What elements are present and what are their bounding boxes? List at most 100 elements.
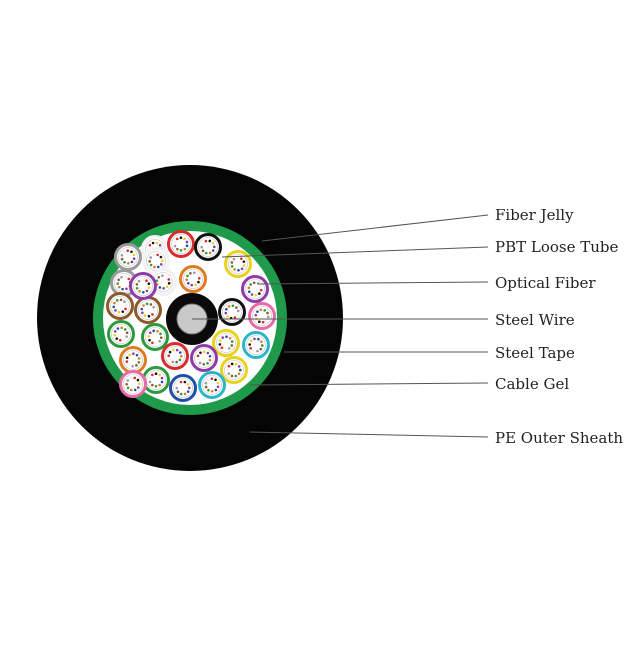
leader-line-pbt-loose-tube bbox=[221, 246, 489, 258]
optical-fiber bbox=[167, 278, 171, 281]
fiber-jelly bbox=[224, 360, 244, 380]
optical-fiber bbox=[114, 309, 117, 312]
optical-fiber bbox=[202, 363, 206, 366]
optical-fiber bbox=[213, 245, 216, 249]
pbt-loose-tube bbox=[141, 323, 169, 351]
optical-fiber bbox=[149, 303, 153, 306]
optical-fiber bbox=[230, 265, 234, 268]
optical-fiber bbox=[148, 244, 152, 247]
pbt-loose-tube bbox=[119, 370, 147, 398]
optical-fiber bbox=[250, 293, 254, 296]
optical-fiber bbox=[155, 279, 159, 282]
optical-fiber bbox=[249, 347, 252, 350]
optical-fiber bbox=[120, 326, 124, 330]
optical-fiber bbox=[121, 287, 124, 291]
leader-line-pe-outer-sheath bbox=[249, 431, 489, 438]
optical-fiber bbox=[143, 314, 147, 317]
optical-fiber bbox=[227, 347, 231, 350]
optical-fiber bbox=[218, 339, 222, 342]
optical-fiber bbox=[190, 283, 194, 287]
optical-fiber bbox=[214, 378, 217, 382]
optical-fiber bbox=[236, 256, 239, 260]
optical-fiber bbox=[154, 372, 158, 376]
optical-fiber bbox=[113, 330, 117, 333]
optical-fiber bbox=[202, 350, 206, 354]
fiber-jelly bbox=[165, 346, 185, 366]
loose-tube-wall bbox=[220, 356, 248, 384]
optical-fiber bbox=[151, 341, 154, 345]
loose-tube-wall bbox=[241, 275, 269, 303]
optical-fiber bbox=[187, 281, 190, 285]
optical-fiber bbox=[136, 386, 140, 389]
optical-fiber bbox=[156, 253, 159, 257]
loose-tube-wall bbox=[198, 371, 226, 399]
optical-fiber bbox=[152, 309, 156, 313]
fiber-jelly bbox=[202, 375, 222, 395]
optical-fiber bbox=[145, 279, 148, 283]
optical-fiber bbox=[135, 353, 139, 357]
optical-fiber bbox=[248, 290, 251, 293]
pbt-loose-tube bbox=[242, 331, 270, 359]
optical-fiber bbox=[240, 257, 243, 260]
fiber-jelly bbox=[145, 327, 165, 347]
optical-fiber bbox=[199, 351, 202, 355]
fiber-jelly bbox=[171, 234, 191, 254]
optical-fiber bbox=[165, 285, 169, 289]
optical-fiber bbox=[208, 239, 212, 243]
optical-fiber bbox=[176, 383, 180, 386]
optical-fiber bbox=[218, 343, 222, 346]
loose-tube-wall bbox=[242, 331, 270, 359]
optical-fiber bbox=[117, 285, 121, 289]
optical-fiber bbox=[234, 362, 238, 366]
optical-fiber bbox=[196, 358, 200, 362]
optical-fiber bbox=[230, 261, 234, 264]
label-optical-fiber: Optical Fiber bbox=[495, 274, 596, 292]
optical-fiber bbox=[160, 263, 163, 266]
optical-fiber bbox=[220, 346, 224, 350]
optical-fiber bbox=[112, 305, 116, 309]
optical-fiber bbox=[158, 286, 162, 289]
pbt-loose-tube bbox=[142, 366, 170, 394]
optical-fiber bbox=[150, 383, 154, 387]
fiber-jelly bbox=[246, 335, 266, 355]
optical-fiber bbox=[230, 374, 234, 378]
optical-fiber bbox=[175, 237, 179, 241]
optical-fiber bbox=[254, 313, 258, 317]
optical-fiber bbox=[152, 329, 155, 333]
fiber-jelly bbox=[138, 300, 158, 320]
optical-fiber bbox=[208, 251, 212, 255]
pbt-loose-tube bbox=[107, 320, 135, 348]
label-steel-tape: Steel Tape bbox=[495, 344, 575, 362]
fiber-jelly bbox=[228, 254, 248, 274]
optical-fiber bbox=[183, 247, 187, 251]
leader-line-cable-gel bbox=[249, 382, 489, 386]
optical-fiber bbox=[138, 382, 141, 386]
optical-fiber bbox=[133, 376, 137, 380]
optical-fiber bbox=[126, 379, 130, 382]
optical-fiber bbox=[176, 390, 180, 394]
optical-fiber bbox=[231, 304, 235, 308]
optical-fiber bbox=[151, 373, 154, 377]
loose-tube-wall bbox=[134, 296, 162, 324]
optical-fiber bbox=[116, 282, 120, 285]
optical-fiber bbox=[242, 264, 246, 267]
optical-fiber bbox=[155, 241, 159, 245]
optical-fiber bbox=[256, 349, 259, 353]
optical-fiber bbox=[149, 331, 152, 335]
loose-tube-wall bbox=[142, 366, 170, 394]
label-steel-wire: Steel Wire bbox=[495, 311, 575, 329]
optical-fiber bbox=[173, 240, 177, 244]
optical-fiber bbox=[185, 278, 189, 282]
optical-fiber bbox=[135, 364, 138, 367]
optical-fiber bbox=[194, 283, 197, 287]
optical-fiber bbox=[225, 307, 228, 311]
optical-fiber bbox=[142, 290, 145, 294]
optical-fiber bbox=[130, 250, 133, 254]
optical-fiber bbox=[206, 351, 210, 355]
optical-fiber bbox=[186, 382, 190, 386]
optical-fiber bbox=[141, 278, 144, 282]
loose-tube-wall bbox=[169, 374, 197, 402]
optical-fiber bbox=[115, 299, 119, 302]
optical-fiber bbox=[160, 376, 164, 380]
optical-fiber bbox=[232, 257, 236, 261]
